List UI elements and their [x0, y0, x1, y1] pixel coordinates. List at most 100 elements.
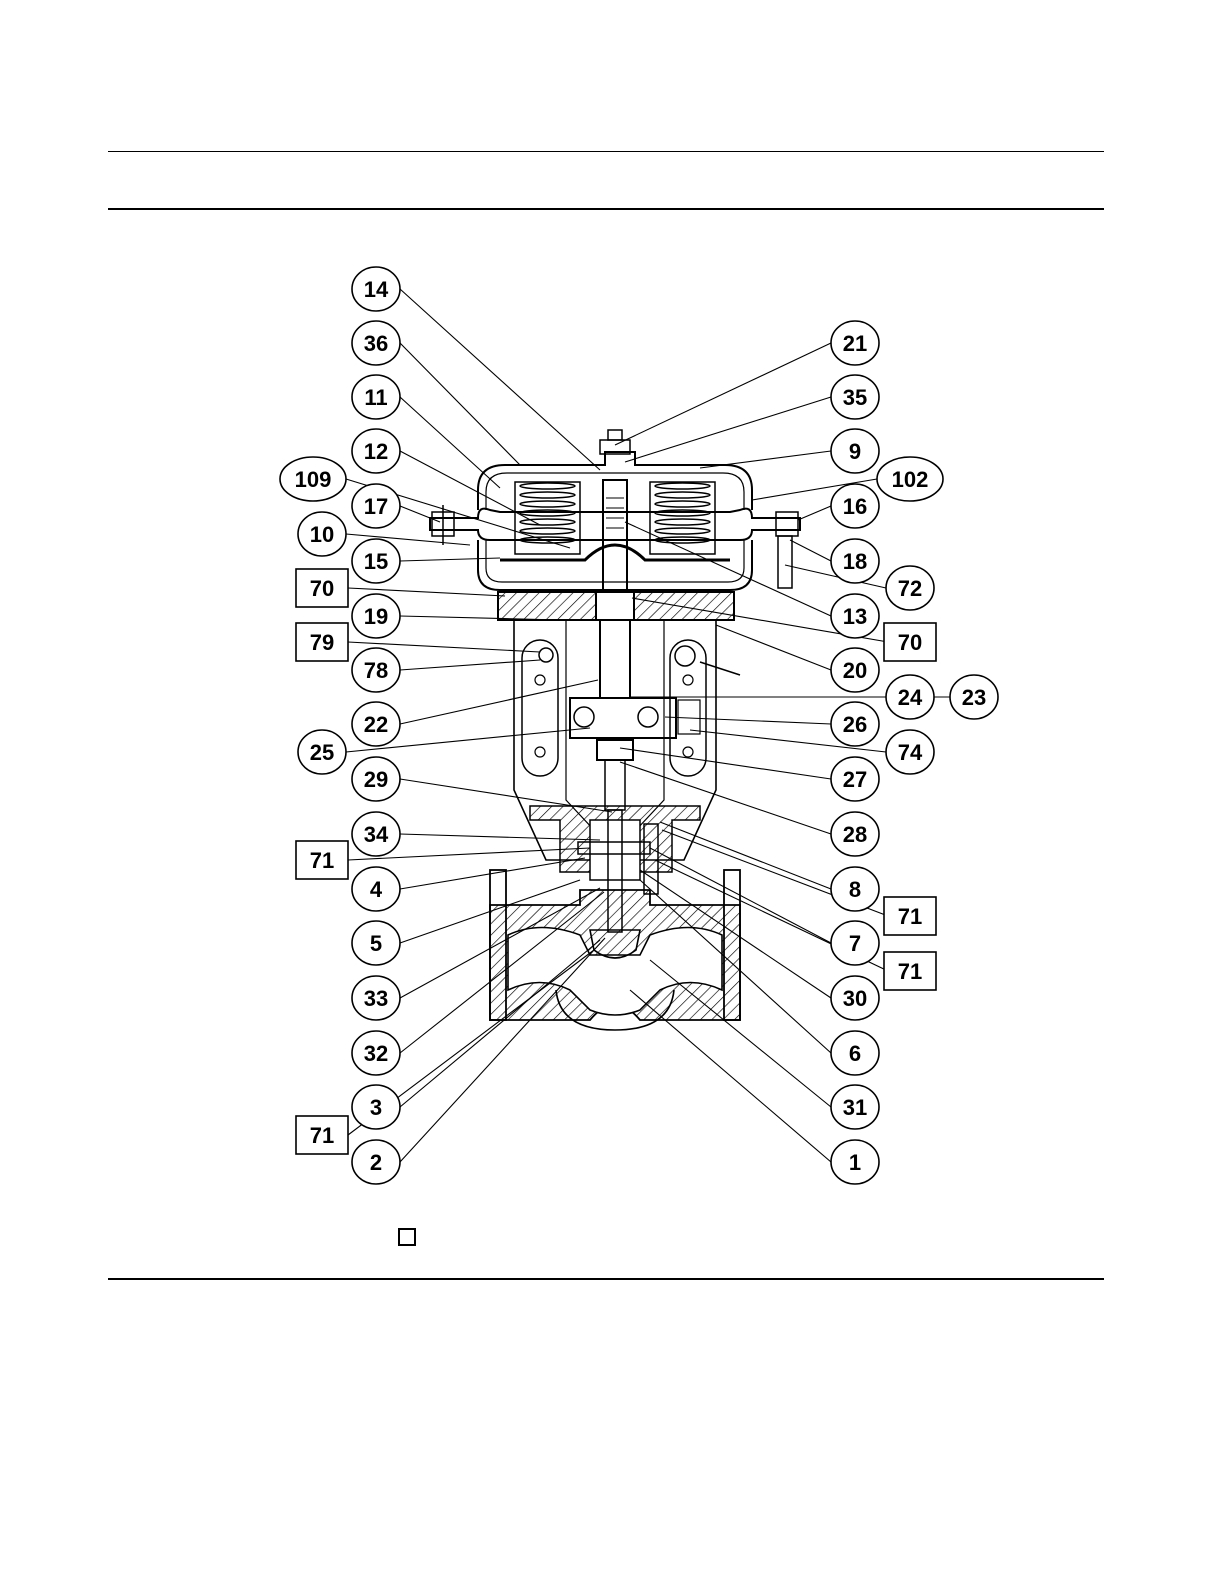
callout-label: 24: [898, 685, 923, 710]
leader-line-c15: [400, 558, 500, 561]
callout-label: 35: [843, 385, 867, 410]
callout-b79: 79: [296, 623, 348, 661]
leader-line-c16: [798, 506, 831, 520]
callout-c34: 34: [352, 812, 400, 856]
callout-c109: 109: [280, 457, 346, 501]
callout-c78: 78: [352, 648, 400, 692]
callout-c33: 33: [352, 976, 400, 1020]
spring-coil: [520, 528, 575, 534]
callout-c26: 26: [831, 702, 879, 746]
callout-c5: 5: [352, 921, 400, 965]
packing-box: [590, 820, 640, 880]
callout-c1: 1: [831, 1140, 879, 1184]
callout-c35: 35: [831, 375, 879, 419]
callout-label: 26: [843, 712, 867, 737]
callout-label: 79: [310, 630, 334, 655]
vent-cap-top: [608, 430, 622, 440]
spring-coil: [520, 501, 575, 507]
spring-coil: [655, 483, 710, 489]
callout-c15: 15: [352, 539, 400, 583]
callout-label: 74: [898, 740, 923, 765]
callout-b70b: 70: [884, 623, 936, 661]
callout-c29: 29: [352, 757, 400, 801]
callout-label: 20: [843, 658, 867, 683]
callout-label: 71: [898, 959, 922, 984]
callout-label: 10: [310, 522, 334, 547]
leader-line-c26: [665, 717, 831, 724]
callout-c10: 10: [298, 512, 346, 556]
callout-label: 33: [364, 986, 388, 1011]
callout-c36: 36: [352, 321, 400, 365]
callout-label: 23: [962, 685, 986, 710]
bolt-right-shaft: [778, 536, 792, 588]
callout-b71a: 71: [296, 841, 348, 879]
callout-label: 72: [898, 576, 922, 601]
travel-scale: [678, 700, 700, 734]
diaphragm-plate: [500, 545, 730, 560]
callout-label: 2: [370, 1150, 382, 1175]
leader-line-c27: [620, 748, 831, 779]
callout-label: 30: [843, 986, 867, 1011]
callout-label: 31: [843, 1095, 867, 1120]
callouts: 1436111210917101570197978222529347145333…: [280, 267, 998, 1184]
leader-line-c17: [400, 506, 440, 522]
connector-bolt: [638, 707, 658, 727]
spring-coil: [520, 483, 575, 489]
callout-label: 12: [364, 439, 388, 464]
indicator-pin: [539, 648, 553, 662]
callout-label: 18: [843, 549, 867, 574]
callout-label: 7: [849, 931, 861, 956]
yoke-hole: [683, 675, 693, 685]
leader-line-c18: [790, 540, 831, 561]
callout-c8: 8: [831, 867, 879, 911]
spring-coil: [520, 492, 575, 498]
spring-coil: [655, 519, 710, 525]
leader-line-c78: [400, 660, 540, 670]
callout-c24: 24: [886, 675, 934, 719]
callout-c12: 12: [352, 429, 400, 473]
yoke-hole: [535, 675, 545, 685]
yoke-hole: [683, 747, 693, 757]
yoke-window: [566, 620, 664, 830]
callout-label: 16: [843, 494, 867, 519]
callout-label: 5: [370, 931, 382, 956]
spring-coil: [655, 528, 710, 534]
callout-b71c: 71: [884, 952, 936, 990]
callout-b71b: 71: [884, 897, 936, 935]
callout-label: 36: [364, 331, 388, 356]
callout-b71d: 71: [296, 1116, 348, 1154]
callout-label: 25: [310, 740, 334, 765]
callout-c11: 11: [352, 375, 400, 419]
callout-label: 71: [310, 848, 334, 873]
leader-line-c9: [700, 451, 831, 468]
callout-c4: 4: [352, 867, 400, 911]
callout-label: 4: [370, 877, 383, 902]
spring-coil: [655, 501, 710, 507]
callout-label: 32: [364, 1041, 388, 1066]
callout-label: 71: [898, 904, 922, 929]
callout-c18: 18: [831, 539, 879, 583]
leader-line-c21: [615, 343, 831, 445]
callout-c7: 7: [831, 921, 879, 965]
callout-label: 9: [849, 439, 861, 464]
spring-coil: [520, 519, 575, 525]
callout-c3: 3: [352, 1085, 400, 1129]
callout-label: 78: [364, 658, 388, 683]
callout-c28: 28: [831, 812, 879, 856]
callout-c17: 17: [352, 484, 400, 528]
callout-c23: 23: [950, 675, 998, 719]
callout-c13: 13: [831, 594, 879, 638]
indicator-knob: [675, 646, 695, 666]
upper-case-inner: [486, 473, 744, 510]
callout-c16: 16: [831, 484, 879, 528]
callout-label: 70: [898, 630, 922, 655]
callout-c19: 19: [352, 594, 400, 638]
stem-connector: [570, 698, 676, 738]
actuator-stem: [600, 620, 630, 698]
plug-stem-upper: [605, 760, 625, 810]
callout-label: 28: [843, 822, 867, 847]
callout-label: 71: [310, 1123, 334, 1148]
leader-line-c4: [400, 858, 585, 889]
callout-c14: 14: [352, 267, 400, 311]
callout-label: 22: [364, 712, 388, 737]
